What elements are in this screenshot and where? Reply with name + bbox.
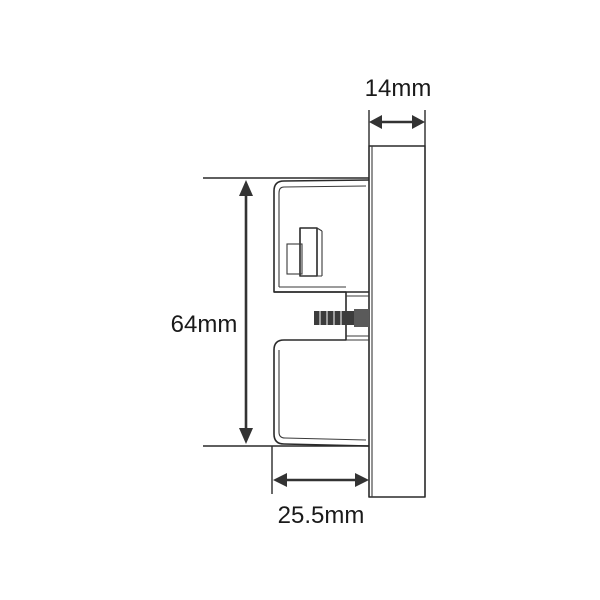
height-dimension-label: 64mm <box>171 311 238 338</box>
faceplate <box>368 145 426 498</box>
width-dimension-label: 14mm <box>365 75 432 102</box>
mounting-screw <box>314 309 369 327</box>
depth-dimension-arrow <box>273 473 369 487</box>
width-dimension-arrow <box>369 115 425 129</box>
extension-lines <box>203 110 426 494</box>
latch-clip <box>286 227 323 277</box>
height-dimension-arrow <box>239 180 253 444</box>
depth-dimension-label: 25.5mm <box>278 502 365 529</box>
rear-body <box>273 179 370 447</box>
